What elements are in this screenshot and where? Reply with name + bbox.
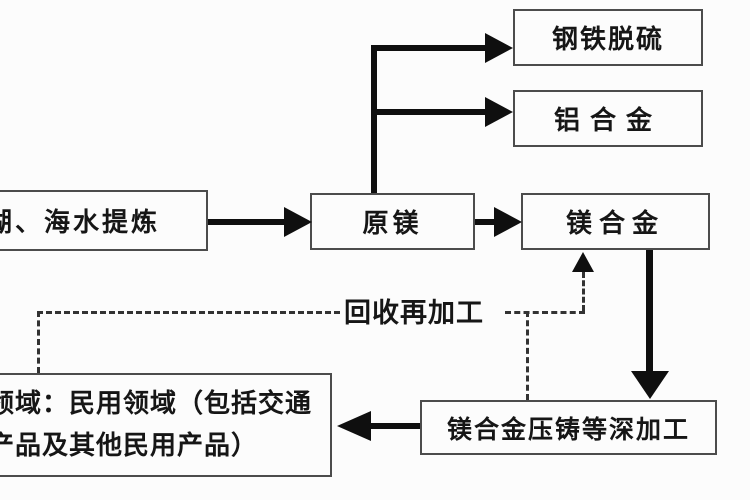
node-raw-magnesium: 原镁 (310, 193, 475, 250)
arrow-deep-processing-to-civil-products (371, 423, 420, 429)
node-aluminum-alloy: 铝合金 (513, 90, 703, 147)
dashed-line-left-horizontal (37, 311, 340, 314)
dashed-arrowhead-to-magnesium-alloy (572, 252, 594, 272)
arrowhead-to-steel-desulfurization (485, 33, 513, 63)
node-lake-seawater-extraction: 湖、海水提炼 (0, 190, 208, 251)
arrow-raw-magnesium-to-magnesium-alloy (475, 219, 499, 225)
node-deep-processing: 镁合金压铸等深加工 (420, 400, 717, 455)
dashed-line-civil-products-up (37, 311, 40, 373)
arrowhead-raw-magnesium-to-magnesium-alloy (494, 207, 522, 237)
recycle-label: 回收再加工 (344, 298, 484, 329)
arrowhead-deep-processing-to-civil-products (337, 411, 371, 441)
civil-products-line2: 产品及其他民用产品） (0, 431, 259, 461)
arrow-to-steel-desulfurization (371, 45, 485, 51)
arrow-magnesium-alloy-to-deep-processing (646, 250, 653, 372)
civil-products-line1: 领域：民用领域（包括交通 (0, 389, 313, 419)
branch-raw-magnesium-up-line (371, 46, 377, 193)
arrow-extraction-to-raw-magnesium (208, 219, 288, 225)
node-steel-desulfurization: 钢铁脱硫 (513, 9, 703, 66)
arrow-to-aluminum-alloy (371, 109, 485, 115)
node-magnesium-alloy: 镁合金 (521, 193, 710, 250)
arrowhead-extraction-to-raw-magnesium (284, 207, 312, 237)
node-civil-products: 领域：民用领域（包括交通 产品及其他民用产品） (0, 373, 332, 477)
arrowhead-to-aluminum-alloy (485, 97, 513, 127)
dashed-line-right-horizontal (505, 311, 585, 314)
dashed-line-to-magnesium-alloy (582, 272, 585, 311)
dashed-line-deep-processing-down (526, 311, 529, 400)
arrowhead-magnesium-alloy-to-deep-processing (631, 371, 669, 399)
